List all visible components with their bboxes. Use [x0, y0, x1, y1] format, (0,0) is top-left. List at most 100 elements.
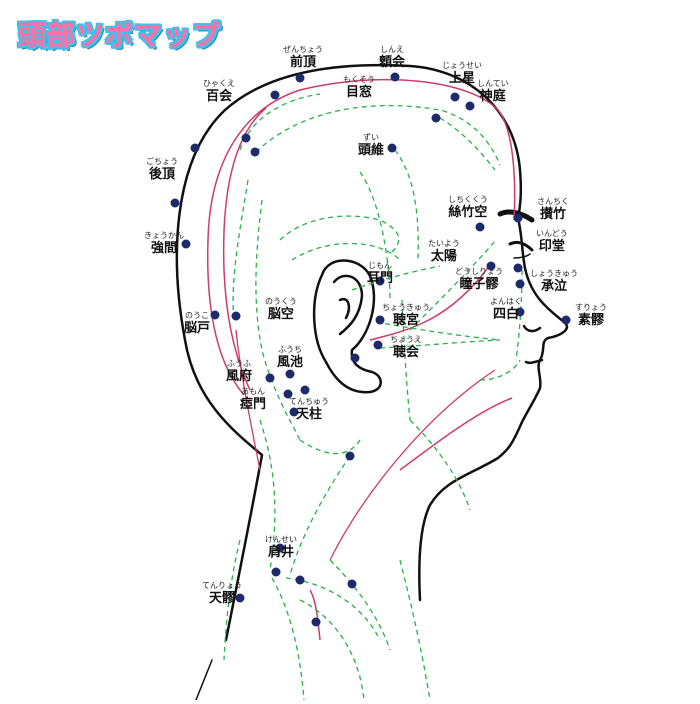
label-name: 風府	[226, 369, 253, 384]
label-name: 頭維	[358, 143, 385, 158]
label-name: 耳門	[367, 271, 394, 286]
label-name: 目窓	[345, 85, 372, 100]
label-reading: のうくう	[265, 297, 297, 306]
acupoint-dot	[289, 407, 299, 417]
mouth-line	[524, 358, 544, 365]
label-fufu: ふうふ風府	[226, 359, 253, 384]
nostril-outline	[522, 324, 542, 333]
label-reading: ずい	[363, 133, 379, 142]
acupoint-dot	[450, 92, 460, 102]
acupoint-dot	[515, 307, 525, 317]
ear-outline	[312, 259, 382, 394]
acupoint-dot	[250, 147, 260, 157]
point-markers	[170, 72, 571, 627]
label-name: 脳空	[267, 307, 294, 322]
eye-lower	[513, 253, 531, 259]
label-shichikukuu: しちくくう絲竹空	[448, 195, 488, 220]
label-reading: しんえ	[380, 45, 404, 54]
label-reading: ぜんちょう	[283, 45, 323, 54]
acupoint-dot	[431, 113, 441, 123]
acupoint-dot	[513, 213, 523, 223]
label-josei: じょうせい上星	[442, 61, 482, 86]
acupoint-dot	[300, 385, 310, 395]
label-reading: てんりょう	[202, 581, 242, 590]
acupoint-dot	[271, 567, 281, 577]
acupoint-dot	[311, 617, 321, 627]
label-mokuso: もくそう目窓	[343, 75, 375, 100]
label-reading: しちくくう	[448, 195, 488, 204]
label-reading: ふうち	[278, 345, 302, 354]
acupoint-dot	[283, 389, 293, 399]
label-name: 瞳子髎	[459, 277, 499, 292]
ear-fold	[338, 297, 351, 320]
acupoint-dot	[486, 261, 496, 271]
label-name: 風池	[277, 355, 304, 370]
acupoint-dot	[515, 279, 525, 289]
label-zencho: ぜんちょう前頂	[283, 45, 323, 70]
label-reading: すりょう	[575, 303, 607, 312]
label-reading: あもん	[241, 387, 265, 396]
label-tenryo: てんりょう天髎	[202, 581, 242, 606]
label-fuchi: ふうち風池	[277, 345, 304, 370]
label-name: 攅竹	[539, 207, 566, 222]
label-name: 承泣	[540, 279, 567, 294]
label-reading: どうしりょう	[455, 267, 503, 276]
eyelash-stroke	[508, 240, 534, 252]
acupoint-dot	[181, 239, 191, 249]
acupoint-dot	[295, 575, 305, 585]
face-profile-outline	[418, 216, 569, 602]
label-shokyu: しょうきゅう承泣	[530, 269, 578, 294]
red-governor-vessel	[206, 78, 516, 396]
acupoint-dot	[235, 593, 245, 603]
label-name: 太陽	[430, 249, 457, 264]
label-reading: けんせい	[265, 535, 297, 544]
acupoint-dot	[170, 198, 180, 208]
label-zui: ずい頭維	[358, 133, 385, 158]
label-name: 瘂門	[240, 397, 267, 412]
label-name: 聴会	[392, 345, 419, 360]
label-kensei: けんせい肩井	[265, 535, 297, 560]
label-name: 天柱	[295, 407, 322, 422]
acupoint-dot	[295, 73, 305, 83]
red-neck-line	[309, 589, 321, 641]
acupoint-dot	[347, 579, 357, 589]
label-shine: しんえ顖会	[379, 45, 405, 70]
acupoint-dot	[375, 276, 385, 286]
label-reading: よんはく	[490, 297, 522, 306]
label-reading: きょうかん	[144, 231, 184, 240]
acupoint-dot	[373, 340, 383, 350]
acupoint-dot	[561, 315, 571, 325]
label-reading: ちょうえ	[390, 335, 422, 344]
label-name: 聴宮	[392, 313, 419, 328]
label-reading: ふうふ	[227, 359, 251, 368]
label-noko: のうこ脳戸	[184, 311, 211, 336]
label-suryo: すりょう素髎	[575, 303, 607, 328]
label-tenchu: てんちゅう天柱	[289, 398, 329, 422]
label-name: 強間	[150, 241, 177, 256]
label-name: 百会	[205, 89, 232, 104]
label-name: 絲竹空	[448, 205, 488, 220]
label-reading: もくそう	[343, 75, 375, 84]
red-chin-line	[399, 397, 513, 471]
acupoint-dot	[270, 90, 280, 100]
acupoint-dot	[241, 133, 251, 143]
label-nokuu: のうくう脳空	[265, 297, 297, 322]
label-chokyu: ちょうきゅう聴宮	[382, 304, 430, 328]
label-reading: のうこ	[185, 311, 209, 320]
label-sanchiku: さんちく攅竹	[537, 197, 569, 222]
label-name: 上星	[448, 71, 475, 86]
label-reading: じょうせい	[442, 61, 482, 70]
acupoint-dot	[387, 143, 397, 153]
label-reading: しょうきゅう	[530, 269, 578, 278]
label-name: 脳戸	[184, 321, 211, 336]
label-choe: ちょうえ聴会	[390, 335, 422, 360]
red-meridian	[206, 78, 516, 641]
label-amon: あもん瘂門	[240, 387, 267, 412]
label-reading: さんちく	[537, 197, 569, 206]
label-reading: いんどう	[536, 229, 568, 238]
acupoint-dot	[231, 311, 241, 321]
page-title: 頭部ツボマップ	[18, 19, 222, 52]
label-reading: じもん	[368, 261, 392, 270]
